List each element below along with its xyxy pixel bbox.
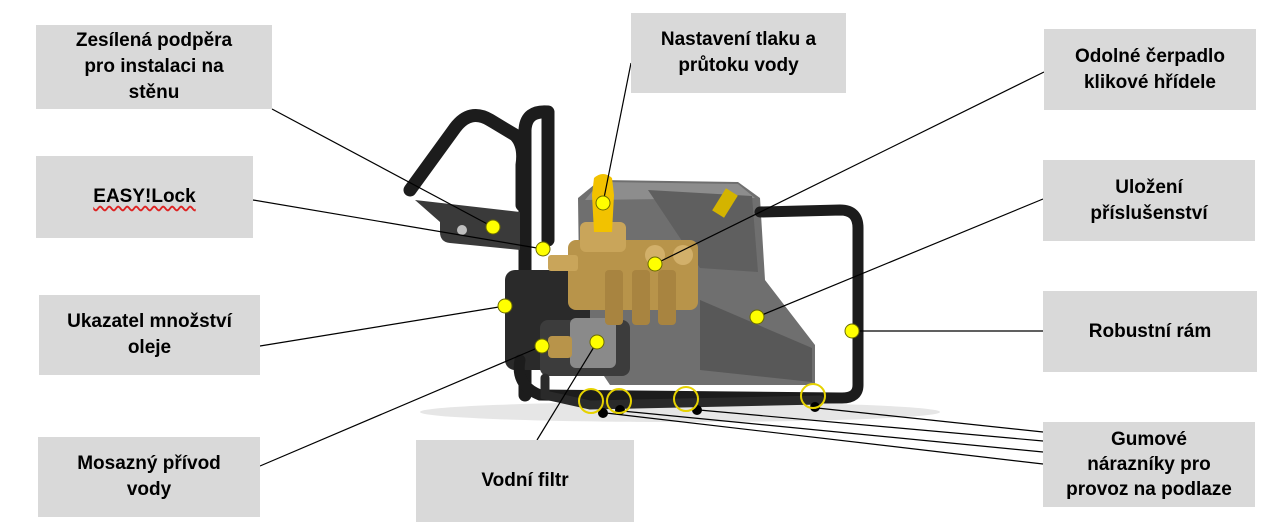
label-pump-line-1: Odolné čerpadlo	[1075, 45, 1225, 67]
markers	[485, 195, 860, 354]
label-wall-support: Zesílená podpěra pro instalaci na stěnu	[36, 25, 272, 109]
label-inlet-line-2: vody	[126, 479, 172, 500]
label-pressure-line-1: Nastavení tlaku a	[660, 29, 817, 50]
bumper-foot-1	[598, 408, 608, 418]
marker-wall-support	[485, 219, 501, 235]
label-brass-inlet: Mosazný přívod vody	[38, 437, 260, 517]
leader-bumper-1	[605, 412, 1044, 465]
label-water-filter: Vodní filtr	[416, 440, 634, 522]
label-crankshaft-pump: Odolné čerpadlo klikové hřídele	[1044, 29, 1256, 110]
label-bumpers-line-2: nárazníky pro	[1087, 454, 1211, 475]
leader-oil	[259, 305, 506, 347]
leader-lines	[252, 62, 1045, 467]
label-wall-support-line-2: pro instalaci na	[84, 56, 224, 77]
leader-storage	[756, 198, 1044, 318]
label-pressure-setting: Nastavení tlaku a průtoku vody	[631, 13, 846, 93]
label-oil-indicator: Ukazatel množství oleje	[39, 295, 260, 375]
ring-bumper-4	[800, 383, 826, 409]
housing-side-shade	[700, 300, 812, 382]
label-storage-line-1: Uložení	[1115, 176, 1183, 198]
marker-filter	[589, 334, 605, 350]
label-wall-support-line-3: stěnu	[128, 82, 180, 103]
label-robust-frame: Robustní rám	[1043, 291, 1257, 372]
bumper-rings	[578, 383, 826, 414]
marker-frame	[844, 323, 860, 339]
marker-inlet	[534, 338, 550, 354]
marker-oil	[497, 298, 513, 314]
ring-bumper-3	[673, 386, 699, 412]
marker-pump	[647, 256, 663, 272]
label-easylock-line-1: EASY!Lock	[93, 186, 196, 207]
label-pressure-line-2: průtoku vody	[678, 55, 799, 76]
leader-bumper-4	[816, 407, 1044, 433]
label-pump-line-2: klikové hřídele	[1083, 71, 1216, 93]
frame-right	[754, 204, 864, 404]
frame-handle-front	[518, 105, 555, 402]
ring-bumper-1	[578, 388, 604, 414]
label-rubber-bumpers: Gumové nárazníky pro provoz na podlaze	[1043, 422, 1255, 507]
frame-base-front	[540, 373, 825, 410]
leader-pump	[654, 71, 1045, 265]
label-wall-support-line-1: Zesílená podpěra	[75, 30, 233, 51]
label-frame-line-1: Robustní rám	[1088, 320, 1212, 342]
leader-bumper-3	[698, 409, 1044, 442]
frame-base	[513, 354, 846, 404]
ring-bumper-2	[606, 388, 632, 414]
label-bumpers-line-3: provoz na podlaze	[1066, 479, 1232, 500]
housing-panel	[648, 190, 758, 272]
leader-inlet	[259, 345, 543, 467]
label-oil-line-2: oleje	[127, 337, 172, 358]
leader-pressure	[602, 62, 632, 204]
leader-filter	[536, 341, 598, 441]
label-storage-line-2: příslušenství	[1090, 202, 1208, 224]
label-inlet-line-1: Mosazný přívod	[77, 453, 221, 474]
leader-easylock	[252, 199, 544, 250]
marker-pressure	[595, 195, 611, 211]
label-accessory-storage: Uložení příslušenství	[1043, 160, 1255, 241]
label-easylock: EASY!Lock	[36, 156, 253, 238]
leader-bumper-2	[621, 410, 1044, 453]
marker-easylock	[535, 241, 551, 257]
label-bumpers-line-1: Gumové	[1110, 429, 1188, 450]
brass-inlet-fitting	[548, 336, 572, 358]
leader-wall-support	[271, 108, 494, 228]
wall-bracket	[415, 200, 520, 250]
label-oil-line-1: Ukazatel množství	[67, 311, 232, 332]
label-filter-line-1: Vodní filtr	[481, 470, 569, 491]
marker-storage	[749, 309, 765, 325]
